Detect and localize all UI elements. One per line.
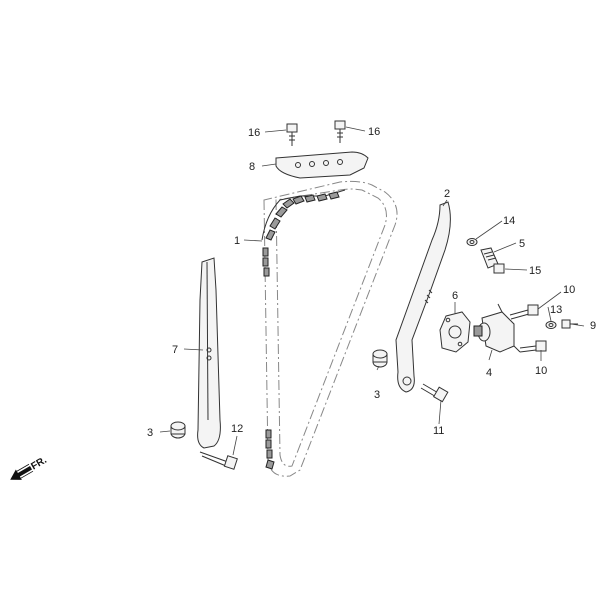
- spacer-3-right: [372, 349, 388, 368]
- callout-11: 11: [433, 425, 444, 437]
- front-direction-indicator: FR.: [10, 455, 49, 480]
- callout-3-left: 3: [147, 427, 153, 439]
- screw-9: [561, 319, 578, 329]
- front-label: FR.: [29, 455, 49, 473]
- callout-1: 1: [234, 235, 240, 247]
- callout-10-upper: 10: [563, 284, 575, 296]
- callout-10-lower: 10: [535, 365, 547, 377]
- callout-14: 14: [503, 215, 515, 227]
- callout-15: 15: [529, 265, 541, 277]
- tensioner-guide-arm: [395, 201, 451, 393]
- bolt-16-right: [334, 120, 346, 143]
- tensioner-lifter-4: [473, 303, 521, 353]
- washer-14: [466, 238, 478, 246]
- callout-16-left: 16: [248, 127, 260, 139]
- callout-6: 6: [452, 290, 458, 302]
- callout-2: 2: [444, 188, 450, 200]
- bolt-10-upper: [509, 304, 539, 320]
- bolt-16-left: [286, 123, 298, 146]
- callout-3-right: 3: [374, 389, 380, 401]
- callout-4: 4: [486, 367, 492, 379]
- bolt-11: [420, 383, 449, 403]
- bolt-12: [199, 451, 238, 470]
- washer-13: [545, 321, 557, 329]
- gasket-6: [439, 311, 471, 353]
- chain-path-phantom: [263, 180, 398, 477]
- upper-chain-guide: [275, 151, 369, 179]
- callout-13: 13: [550, 304, 562, 316]
- front-arrow-icon: [10, 463, 34, 480]
- chain-guide-left: [197, 257, 221, 449]
- callout-8: 8: [249, 161, 255, 173]
- cap-bolt-15: [493, 263, 505, 274]
- bolt-10-lower: [519, 340, 547, 353]
- cam-chain: [261, 189, 346, 470]
- callout-5: 5: [519, 238, 525, 250]
- callout-9: 9: [590, 320, 596, 332]
- callout-7: 7: [172, 344, 178, 356]
- callout-labels: 16 16 8 1 2 14 5 15 6 7 3 3 12 11 4 10 1…: [147, 126, 596, 439]
- callout-12: 12: [231, 423, 243, 435]
- callout-16-right: 16: [368, 126, 380, 138]
- leader-lines: [159, 126, 585, 456]
- spacer-3-left: [170, 421, 186, 439]
